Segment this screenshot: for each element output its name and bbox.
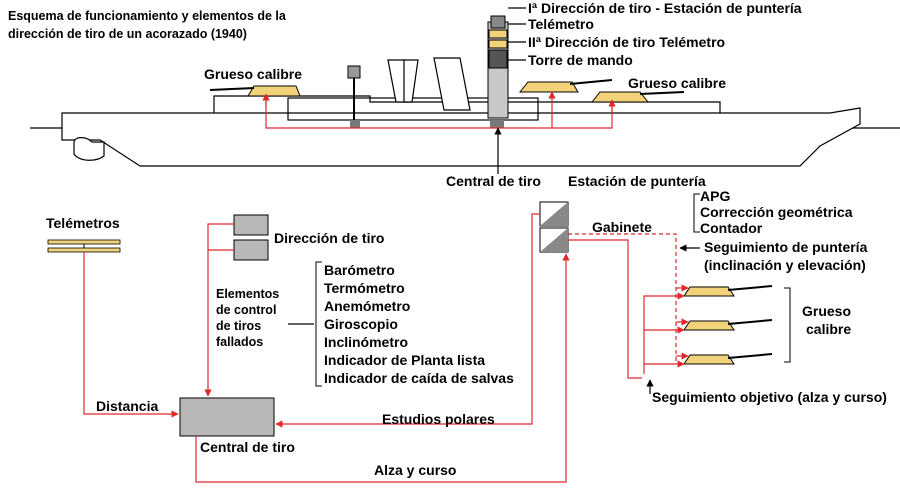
- tower-top-director: [490, 15, 506, 29]
- ship-silhouette: [30, 95, 900, 167]
- ship-hull: [61, 107, 861, 167]
- label-target-tracking: Seguimiento objetivo (alza y curso): [652, 389, 887, 405]
- fire-control-box: [179, 397, 275, 437]
- title-line-2: dirección de tiro de un acorazado (1940): [8, 27, 247, 41]
- label-rangefinder: Telémetro: [528, 16, 594, 32]
- gun-turrets: [683, 285, 773, 365]
- elements-line-3: de tiros: [216, 319, 261, 333]
- label-fire-control-ship: Central de tiro: [446, 173, 541, 189]
- aiming-item-counter: Contador: [700, 220, 763, 236]
- title-line-1: Esquema de funcionamiento y elementos de…: [8, 9, 287, 23]
- conning-tower: [488, 49, 508, 69]
- instrument-barometer: Barómetro: [324, 262, 395, 278]
- gun-barrel-aft: [209, 87, 255, 91]
- aim-tracking-line-1: Seguimiento de puntería: [704, 239, 868, 255]
- label-big-gun-right: Grueso calibre: [628, 75, 726, 91]
- label-polar-studies: Estudios polares: [382, 411, 495, 427]
- deck-superstructure: [213, 95, 721, 113]
- aim-tracking-line-2: (inclinación y elevación): [704, 257, 866, 273]
- funnel-2: [433, 57, 471, 111]
- turret-aft: [247, 85, 301, 97]
- label-aiming-station: Estación de puntería: [568, 173, 706, 189]
- instruments-bracket: [315, 261, 322, 387]
- label-conning-tower: Torre de mando: [528, 52, 633, 68]
- label-cabinet: Gabinete: [592, 219, 652, 235]
- tower-second-director: [488, 39, 508, 49]
- signal-bus: [265, 96, 613, 129]
- instrument-thermometer: Termómetro: [324, 280, 405, 296]
- instrument-inclinometer: Inclinómetro: [324, 334, 408, 350]
- turret-fore-1: [518, 81, 579, 93]
- elements-line-1: Elementos: [216, 287, 279, 301]
- ship-turrets: [209, 79, 685, 103]
- label-distance: Distancia: [96, 398, 158, 414]
- director-box-2: [233, 239, 269, 261]
- tower-rangefinder: [488, 29, 508, 39]
- label-elevation-course: Alza y curso: [374, 462, 456, 478]
- funnel-1b: [403, 59, 419, 103]
- instrument-anemometer: Anemómetro: [324, 298, 410, 314]
- director-box-1: [233, 214, 269, 236]
- ship-masts: [347, 15, 509, 128]
- guns-bracket: [784, 287, 791, 363]
- label-guns-line-2: calibre: [806, 321, 851, 337]
- label-director: Dirección de tiro: [274, 230, 384, 246]
- polar-studies-flow: [275, 213, 540, 428]
- elevation-course-flow: [195, 253, 570, 483]
- label-first-director: Iª Dirección de tiro - Estación de punte…: [528, 0, 802, 16]
- flow-lines: [83, 213, 570, 483]
- ship-labels: Iª Dirección de tiro - Estación de punte…: [204, 0, 802, 189]
- mast-lamp: [347, 65, 361, 79]
- instrument-salvo-fall: Indicador de caída de salvas: [324, 370, 514, 386]
- gun-barrel-fore-2: [639, 91, 685, 95]
- instrument-plant-ready: Indicador de Planta lista: [324, 352, 485, 368]
- bow-bulb: [73, 137, 105, 161]
- aiming-item-correction: Corrección geométrica: [700, 204, 853, 220]
- cabinet-symbol: [539, 201, 569, 253]
- ship-signal-lines: [262, 91, 616, 174]
- elements-line-2: de control: [216, 303, 276, 317]
- label-big-gun-left: Grueso calibre: [204, 66, 302, 82]
- label-second-director: IIª Dirección de tiro Telémetro: [528, 34, 725, 50]
- instrument-gyroscope: Giroscopio: [324, 316, 398, 332]
- gun-barrel-fore-1: [569, 79, 613, 85]
- mast-base: [350, 120, 360, 128]
- turret-signal-lines: [568, 233, 689, 379]
- instrument-list: Barómetro Termómetro Anemómetro Giroscop…: [324, 262, 514, 386]
- turret-fore-2: [590, 91, 650, 103]
- rangefinders-symbol: Telémetros: [46, 215, 121, 253]
- distance-flow: [83, 252, 179, 418]
- tower-base: [490, 120, 504, 128]
- aiming-items-bracket: [693, 193, 700, 233]
- label-rangefinders: Telémetros: [46, 215, 120, 231]
- aiming-item-apg: APG: [700, 188, 730, 204]
- director-flow: [204, 223, 234, 397]
- label-fire-control: Central de tiro: [200, 439, 295, 455]
- label-guns-line-1: Grueso: [802, 303, 851, 319]
- elements-line-4: fallados: [216, 335, 263, 349]
